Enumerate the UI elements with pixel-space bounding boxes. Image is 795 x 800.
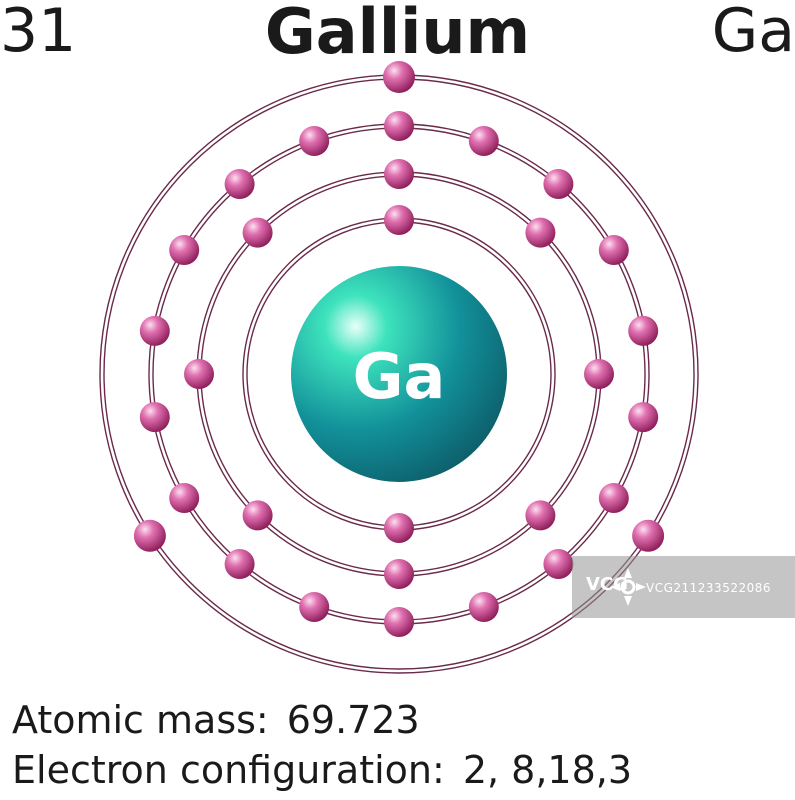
electron-shell-3	[628, 315, 659, 346]
electron-shell-3	[299, 592, 330, 622]
electron-shell-2	[242, 217, 273, 248]
electron-shell-2	[584, 359, 614, 389]
atomic-mass-value: 69.723	[286, 698, 420, 742]
electron-configuration-value: 2, 8,18,3	[462, 748, 633, 792]
electron-shell-3	[139, 315, 170, 346]
nucleus-symbol: Ga	[353, 340, 446, 413]
electron-configuration-row: Electron configuration: 2, 8,18,3	[12, 748, 632, 792]
electron-shell-3	[468, 592, 499, 622]
electron-shell-3	[299, 126, 330, 156]
electron-shell-2	[525, 217, 556, 248]
electron-shell-3	[224, 549, 255, 579]
electron-shell-3	[169, 235, 200, 265]
electron-configuration-label: Electron configuration:	[12, 748, 445, 792]
watermark-logo-icon	[610, 568, 646, 606]
atomic-mass-row: Atomic mass: 69.723	[12, 698, 420, 742]
electrons	[133, 61, 665, 637]
atomic-number: 31	[0, 0, 77, 66]
electron-shell-4	[383, 61, 415, 93]
electron-shell-2	[184, 359, 214, 389]
electron-shell-2	[384, 159, 414, 189]
electron-shell-3	[543, 549, 574, 579]
electron-shell-4	[632, 519, 665, 552]
element-symbol: Ga	[711, 0, 795, 66]
electron-shell-2	[384, 559, 414, 589]
electron-shell-2	[525, 500, 556, 531]
electron-shell-2	[242, 500, 273, 531]
electron-shell-1	[384, 513, 414, 543]
electron-shell-3	[139, 402, 170, 433]
element-name: Gallium	[264, 0, 531, 68]
electron-shell-4	[133, 519, 166, 552]
electron-shell-3	[543, 169, 574, 199]
electron-shell-3	[468, 126, 499, 156]
electron-shell-3	[598, 483, 629, 513]
electron-shell-3	[628, 402, 659, 433]
electron-shell-3	[224, 169, 255, 199]
watermark-code: VCG211233522086	[646, 581, 772, 595]
electron-shell-3	[384, 607, 414, 637]
electron-shell-3	[598, 235, 629, 265]
electron-shell-3	[169, 483, 200, 513]
nucleus	[291, 266, 507, 482]
electron-shell-3	[384, 111, 414, 141]
atomic-mass-label: Atomic mass:	[12, 698, 269, 742]
electron-shell-1	[384, 205, 414, 235]
watermark: VCG VCG211233522086	[572, 556, 795, 618]
